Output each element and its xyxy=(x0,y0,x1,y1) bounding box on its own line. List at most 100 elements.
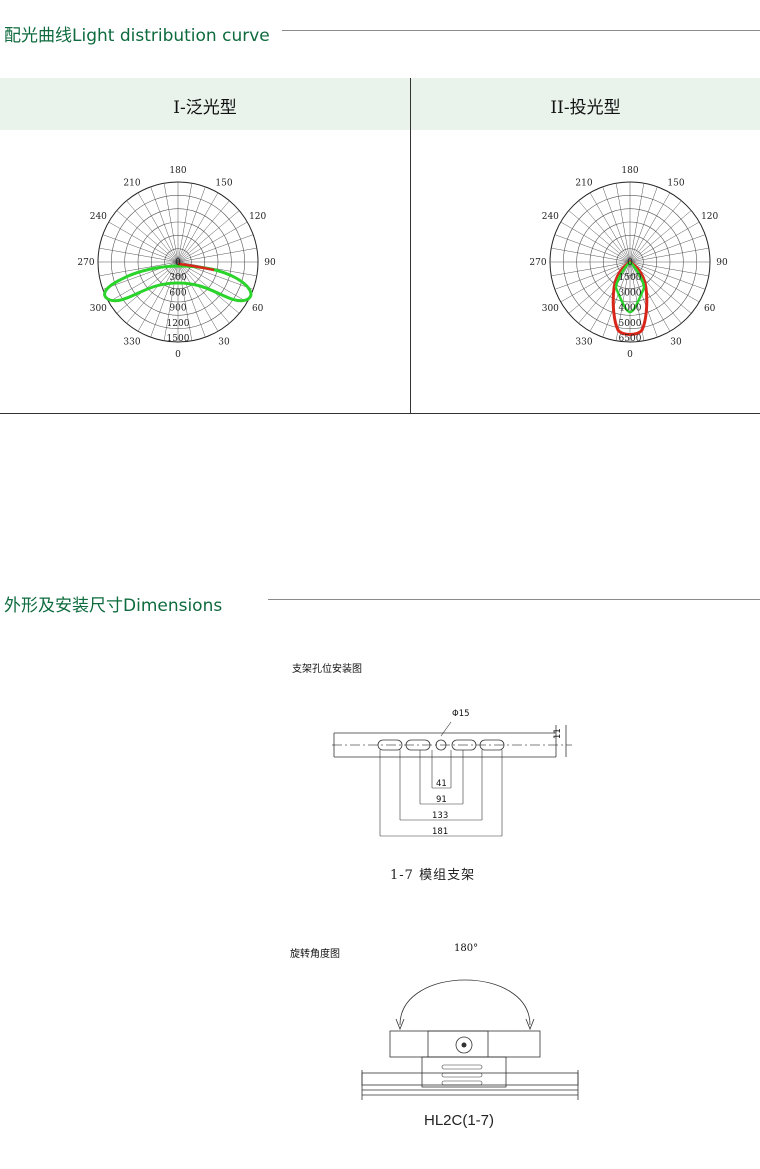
polar-spoke xyxy=(177,192,219,263)
angle-tick-label: 120 xyxy=(701,212,718,222)
section-title-dimensions: 外形及安装尺寸Dimensions xyxy=(4,596,223,616)
radial-tick-label: 6500 xyxy=(619,334,642,344)
curve-red xyxy=(177,262,215,272)
angle-tick-label: 270 xyxy=(530,258,547,268)
polar-spoke xyxy=(629,247,709,263)
polar-spoke xyxy=(602,186,631,263)
polar-spoke xyxy=(99,247,179,263)
angle-tick-label: 210 xyxy=(575,178,592,188)
angle-tick-label: 330 xyxy=(575,338,592,348)
polar-spoke xyxy=(629,261,658,338)
polar-spoke xyxy=(629,234,706,263)
angle-tick-label: 300 xyxy=(542,304,559,314)
polar-spoke xyxy=(602,261,631,338)
curve-green xyxy=(103,264,253,303)
polar-spoke xyxy=(177,183,193,263)
polar-chart-spot: 1801501209060300330300270240210015003000… xyxy=(530,166,728,360)
polar-spoke xyxy=(554,234,631,263)
polar-spoke xyxy=(126,261,179,324)
polar-spoke xyxy=(629,221,700,263)
radial-tick-label: 4000 xyxy=(619,304,642,314)
angle-tick-label: 30 xyxy=(218,338,230,348)
radial-tick-label: 600 xyxy=(169,288,186,298)
radial-tick-label: 0 xyxy=(627,258,633,268)
polar-spoke xyxy=(108,261,179,303)
dim-133: 133 xyxy=(432,811,448,821)
height-label: 11 xyxy=(553,728,563,739)
polar-spoke xyxy=(177,261,248,303)
polar-spoke xyxy=(126,200,179,263)
phi-label: Φ15 xyxy=(452,709,470,719)
polar-spoke xyxy=(177,200,230,263)
angle-tick-label: 0 xyxy=(175,350,181,360)
radial-tick-label: 1200 xyxy=(167,319,190,329)
curve-red xyxy=(611,260,649,336)
angle-tick-label: 210 xyxy=(123,178,140,188)
angle-tick-label: 90 xyxy=(264,258,276,268)
panel-label-spot: II-投光型 xyxy=(550,98,621,118)
polar-spoke xyxy=(177,221,248,263)
angle-tick-label: 150 xyxy=(667,178,684,188)
polar-spoke xyxy=(137,261,179,332)
drawing-caption-bracket-holes: 支架孔位安装图 xyxy=(292,664,362,675)
section-rule xyxy=(268,599,760,600)
polar-spoke xyxy=(177,210,240,263)
radial-tick-label: 1500 xyxy=(167,334,190,344)
polar-spoke xyxy=(177,261,257,277)
polar-spoke xyxy=(629,261,671,332)
radial-tick-label: 1500 xyxy=(619,273,642,283)
polar-spoke xyxy=(177,261,230,324)
polar-spoke xyxy=(99,261,179,277)
angle-tick-label: 0 xyxy=(627,350,633,360)
polar-spoke xyxy=(177,261,219,332)
angle-tick-label: 180 xyxy=(169,166,186,176)
radial-tick-label: 3000 xyxy=(619,288,642,298)
radial-tick-label: 0 xyxy=(175,258,181,268)
polar-spoke xyxy=(551,247,631,263)
polar-spoke xyxy=(177,247,257,263)
polar-spoke xyxy=(578,200,631,263)
drawing-caption-rotation: 旋转角度图 xyxy=(290,949,340,960)
polar-spoke xyxy=(560,221,631,263)
polar-spoke xyxy=(177,234,254,263)
polar-spoke xyxy=(629,186,658,263)
dim-181: 181 xyxy=(432,827,448,837)
angle-tick-label: 150 xyxy=(215,178,232,188)
polar-spoke xyxy=(163,183,179,263)
section-title-light-distribution: 配光曲线Light distribution curve xyxy=(4,26,270,46)
polar-spoke xyxy=(568,210,631,263)
angle-tick-label: 30 xyxy=(670,338,682,348)
polar-spoke xyxy=(116,210,179,263)
angle-tick-label: 180 xyxy=(621,166,638,176)
angle-tick-label: 90 xyxy=(716,258,728,268)
angle-tick-label: 330 xyxy=(123,338,140,348)
polar-chart-flood: 1801501209060300330300270240210030060090… xyxy=(78,166,276,360)
bracket-hole-drawing: Φ15 11 41 91 133 181 xyxy=(332,709,572,837)
polar-spoke xyxy=(177,186,206,263)
drawing-caption-bracket: 1-7 模组支架 xyxy=(390,868,476,883)
radial-tick-label: 300 xyxy=(169,273,186,283)
angle-tick-label: 120 xyxy=(249,212,266,222)
angle-tick-label: 300 xyxy=(90,304,107,314)
panel-bottom-rule xyxy=(0,413,760,414)
polar-spoke xyxy=(177,261,193,341)
polar-spoke xyxy=(629,261,706,290)
rotation-drawing: 180° xyxy=(361,943,579,1100)
dim-41: 41 xyxy=(436,779,447,789)
angle-tick-label: 240 xyxy=(90,212,107,222)
angle-tick-label: 60 xyxy=(704,304,716,314)
polar-spoke xyxy=(102,234,179,263)
polar-spoke xyxy=(551,261,631,277)
radial-tick-label: 5000 xyxy=(619,319,642,329)
angle-tick-label: 240 xyxy=(542,212,559,222)
polar-spoke xyxy=(629,210,692,263)
polar-spoke xyxy=(629,183,645,263)
polar-spoke xyxy=(137,192,179,263)
polar-spoke xyxy=(150,186,179,263)
polar-spoke xyxy=(177,261,206,338)
polar-spoke xyxy=(615,183,631,263)
polar-spoke xyxy=(589,192,631,263)
polar-spoke xyxy=(150,261,179,338)
polar-spoke xyxy=(589,261,631,332)
curve-green xyxy=(614,261,646,314)
